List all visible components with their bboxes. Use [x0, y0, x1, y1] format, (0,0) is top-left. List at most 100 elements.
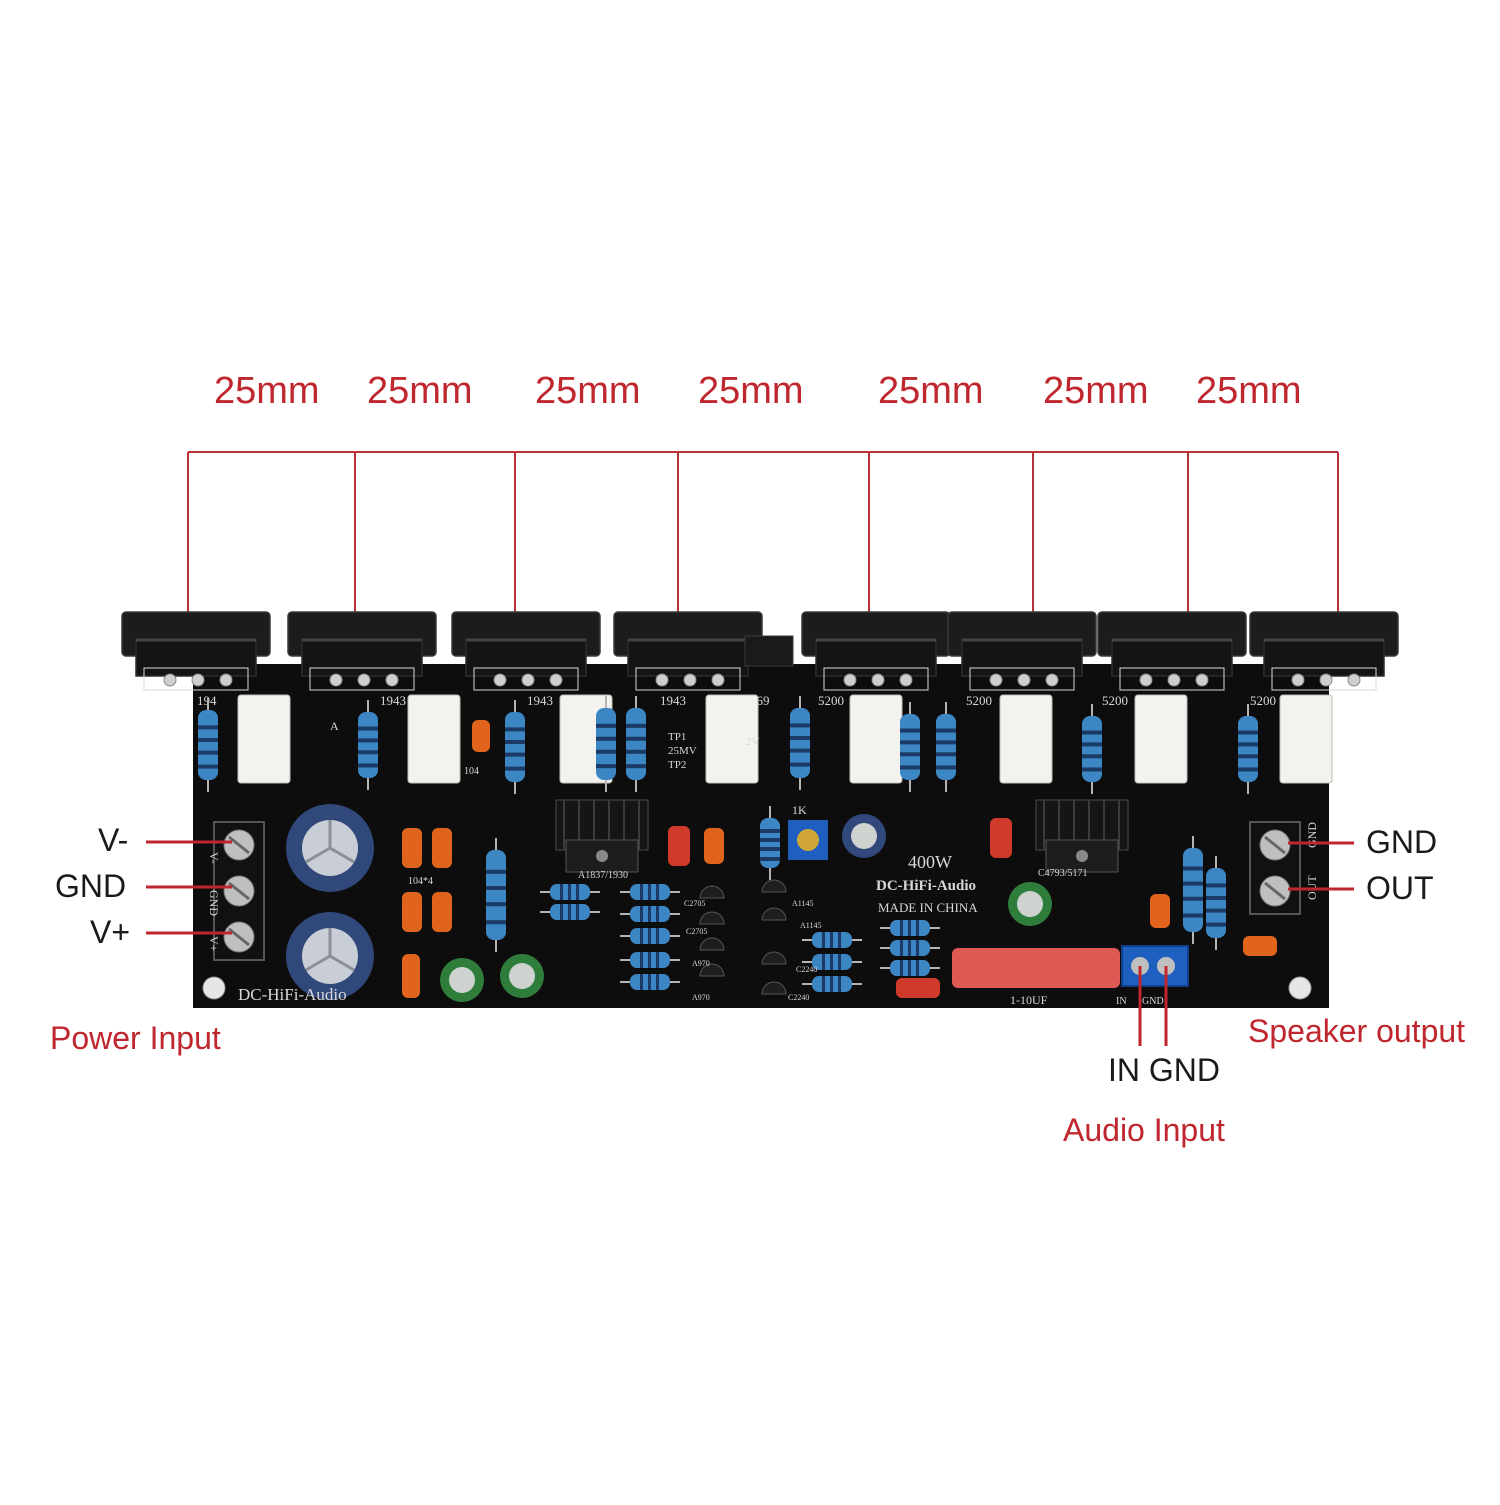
cap-top — [509, 963, 535, 989]
input-film-capacitor — [952, 948, 1120, 988]
transistor-label-2: 1943 — [380, 693, 406, 708]
transistor-leg — [1045, 673, 1059, 687]
power-transistor-7 — [1097, 611, 1247, 687]
transistor-leg — [1195, 673, 1209, 687]
spacing-label-3: 25mm — [535, 370, 641, 412]
resistor-band — [900, 765, 920, 770]
small-transistor-label-5: A970 — [692, 959, 710, 968]
ceramic-resistor-4 — [705, 694, 759, 784]
resistor-band — [626, 764, 646, 769]
resistor-band — [830, 954, 833, 970]
resistor-band — [648, 952, 651, 968]
transistor-leg — [219, 673, 233, 687]
resistor-band — [900, 960, 903, 976]
transistor-leg — [493, 673, 507, 687]
red-capacitor-2 — [990, 818, 1012, 858]
resistor-band — [596, 736, 616, 741]
resistor-band — [648, 928, 651, 944]
vertical-resistor-1 — [198, 698, 218, 792]
ceramic-resistor-5 — [849, 694, 903, 784]
spacing-label-1: 25mm — [214, 370, 320, 412]
resistor-band — [838, 954, 841, 970]
vertical-resistor-7 — [900, 702, 920, 792]
driver-heatsink-right — [1035, 799, 1129, 873]
horizontal-resistor-12 — [880, 940, 940, 956]
power-transistor-1 — [121, 611, 271, 687]
small-transistor-5 — [761, 879, 787, 893]
horizontal-resistor-7 — [620, 974, 680, 990]
small-transistor-1 — [699, 885, 725, 899]
film-capacitor-2 — [432, 828, 452, 868]
resistor-body — [1082, 716, 1102, 782]
resistor-band — [576, 904, 579, 920]
resistor-body — [1206, 868, 1226, 938]
small-transistor-6 — [761, 907, 787, 921]
resistor-body — [626, 708, 646, 780]
vertical-resistor-8 — [936, 702, 956, 792]
heatsink-screw — [1076, 850, 1088, 862]
transistor-leg — [163, 673, 177, 687]
silk-frame-7 — [1119, 667, 1225, 691]
resistor-band — [1183, 913, 1203, 918]
resistor-band — [916, 920, 919, 936]
resistor-band — [1238, 754, 1258, 759]
transistor-body — [1111, 639, 1233, 677]
resistor-band — [358, 763, 378, 768]
red-capacitor-3 — [896, 978, 940, 998]
silk-frame-5 — [823, 667, 929, 691]
resistor-body — [486, 850, 506, 940]
cap-vent — [305, 928, 355, 972]
board-brand: DC-HiFi-Audio — [876, 878, 976, 894]
resistor-band — [648, 906, 651, 922]
transistor-leg — [989, 673, 1003, 687]
resistor-band — [790, 748, 810, 753]
horizontal-resistor-9 — [802, 954, 862, 970]
resistor-band — [1082, 754, 1102, 759]
resistor-body — [596, 708, 616, 780]
power-input-terminal — [213, 821, 265, 961]
small-transistor-8 — [761, 981, 787, 995]
small-transistor-3 — [699, 937, 725, 951]
resistor-body — [505, 712, 525, 782]
resistor-band — [908, 920, 911, 936]
trimmer-screw — [797, 829, 819, 851]
transistor-label-9: 5200 — [1250, 693, 1276, 708]
board-power-rating: 400W — [908, 852, 952, 872]
resistor-band — [900, 728, 920, 733]
resistor-band — [822, 932, 825, 948]
resistor-band — [1206, 908, 1226, 913]
resistor-band — [486, 920, 506, 925]
resistor-band — [1206, 883, 1226, 888]
transistor-label-3: 1943 — [527, 693, 553, 708]
transistor-label-8: 5200 — [1102, 693, 1128, 708]
transistor-leg — [683, 673, 697, 687]
small-transistor-label-1: C2705 — [684, 899, 705, 908]
pin-label-gnd-power: GND — [55, 868, 127, 904]
spacing-label-4: 25mm — [698, 370, 804, 412]
power-transistor-2 — [287, 611, 437, 687]
group-label-audio-input: Audio Input — [1063, 1112, 1225, 1148]
speaker-output-terminal — [1249, 821, 1301, 915]
power-transistor-3 — [451, 611, 601, 687]
vertical-resistor-12 — [1206, 856, 1226, 950]
resistor-band — [838, 976, 841, 992]
small-transistor-label-8: C2240 — [788, 993, 809, 1002]
vertical-resistor-2 — [358, 700, 378, 790]
transistor-leg — [385, 673, 399, 687]
resistor-band — [916, 960, 919, 976]
resistor-body — [1238, 716, 1258, 782]
resistor-band — [626, 723, 646, 728]
transistor-label-7: 5200 — [966, 693, 992, 708]
cap-top — [1017, 891, 1043, 917]
resistor-band — [822, 976, 825, 992]
small-electrolytic-1 — [440, 958, 484, 1002]
terminal-slot — [1264, 835, 1286, 855]
driver-label-right: C4793/5171 — [1038, 868, 1087, 879]
resistor-band — [486, 886, 506, 890]
transistor-body — [1263, 639, 1385, 677]
resistor-band — [656, 884, 659, 900]
horizontal-resistor-5 — [620, 928, 680, 944]
transistor-body — [135, 639, 257, 677]
transistor-leg — [871, 673, 885, 687]
transistor-body — [627, 639, 749, 677]
